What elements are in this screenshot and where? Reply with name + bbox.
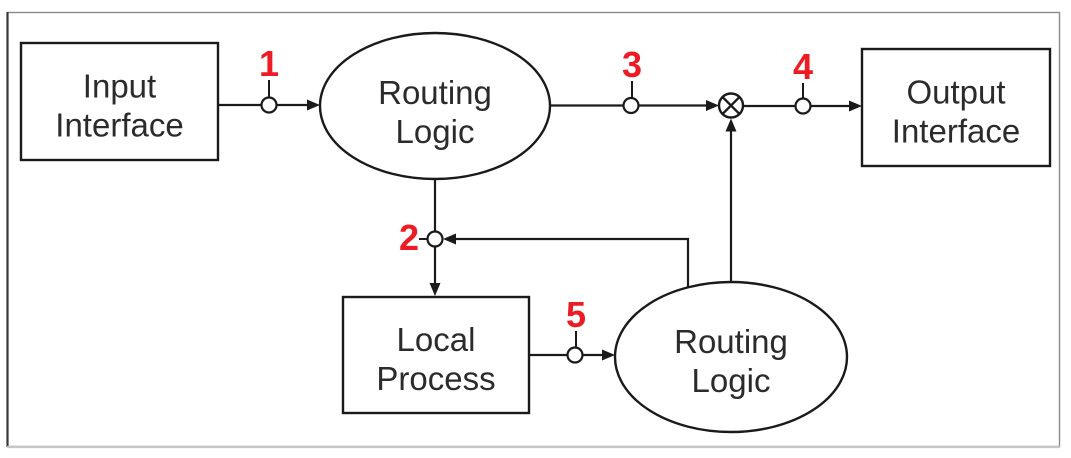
node-input-interface: Input Interface	[19, 41, 220, 162]
arrowhead-down-into-local-process	[429, 283, 441, 296]
routing-logic-bottom-label-line1: Routing	[674, 323, 788, 360]
routing-logic-top-label-line1: Routing	[378, 74, 492, 111]
arrowhead-left-into-node2	[443, 233, 456, 245]
marker-2-node	[426, 230, 444, 248]
marker-4-label: 4	[793, 46, 813, 87]
marker-5: 5	[566, 294, 586, 364]
local-process-label-line1: Local	[397, 321, 476, 358]
summing-junction-icon	[717, 92, 745, 119]
marker-4: 4	[793, 46, 813, 115]
arrowhead-right-into-routing-top	[307, 99, 320, 111]
marker-3: 3	[622, 44, 642, 115]
node-routing-logic-bottom: Routing Logic	[613, 280, 849, 434]
marker-5-label: 5	[566, 294, 586, 335]
marker-2: 2	[399, 217, 444, 258]
marker-2-label: 2	[399, 217, 419, 258]
local-process-label-line2: Process	[376, 360, 495, 397]
routing-logic-top-ellipse	[318, 31, 552, 181]
marker-1-node	[260, 96, 278, 114]
arrowhead-right-into-routing-bottom	[602, 349, 615, 361]
arrowhead-right-into-output	[849, 100, 862, 112]
marker-1: 1	[259, 43, 279, 114]
node-output-interface: Output Interface	[860, 47, 1052, 168]
output-interface-label-line1: Output	[906, 74, 1005, 111]
arrowhead-up-into-junction	[725, 118, 737, 132]
marker-1-label: 1	[259, 43, 279, 84]
output-interface-label-line2: Interface	[892, 113, 1020, 150]
diagram-frame	[6, 11, 1061, 449]
routing-logic-bottom-label-line2: Logic	[692, 362, 771, 399]
marker-3-label: 3	[622, 44, 642, 85]
arrowhead-right-into-junction	[706, 100, 719, 111]
input-interface-label-line2: Interface	[55, 107, 183, 144]
local-process-box	[341, 295, 531, 415]
node-routing-logic-top: Routing Logic	[318, 31, 552, 181]
node-local-process: Local Process	[341, 295, 531, 415]
marker-5-node	[566, 346, 584, 364]
routing-logic-bottom-ellipse	[613, 280, 849, 434]
marker-3-node	[622, 96, 640, 115]
summing-junction-cross-2	[721, 96, 741, 115]
marker-4-node	[794, 97, 812, 115]
connectors	[218, 99, 862, 361]
routing-logic-top-label-line2: Logic	[396, 113, 475, 150]
output-interface-box	[860, 47, 1052, 168]
connector-routing-bottom-feedback-to-node2	[453, 237, 690, 288]
input-interface-box	[19, 41, 220, 162]
input-interface-label-line1: Input	[83, 68, 156, 105]
